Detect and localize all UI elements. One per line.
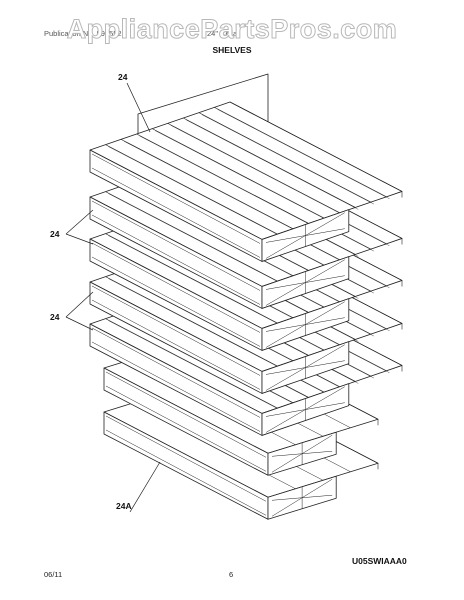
watermark: AppliancePartsPros.com <box>66 14 398 45</box>
leader-line-mid2-b <box>65 316 94 331</box>
shelf-1 <box>89 101 403 262</box>
callout-24-middle-1: 24 <box>50 229 60 239</box>
leader-line-mid1-b <box>65 233 94 245</box>
page-title: SHELVES <box>212 45 252 55</box>
publication-number: Publication No. 5995521 <box>44 29 126 38</box>
footer-page-number: 6 <box>229 570 234 579</box>
footer-date: 06/11 <box>44 570 63 579</box>
callout-24-top: 24 <box>118 72 128 82</box>
leader-line-mid2-a <box>65 291 94 318</box>
leader-line-mid1-a <box>65 209 94 235</box>
leader-line-bottom <box>129 461 161 513</box>
callout-24a-bottom: 24A <box>116 501 132 511</box>
leader-line-top <box>126 82 151 133</box>
model-label: 24" Cellar <box>207 29 240 38</box>
callout-24-middle-2: 24 <box>50 312 60 322</box>
diagram-code: U05SWIAAA0 <box>352 556 407 566</box>
